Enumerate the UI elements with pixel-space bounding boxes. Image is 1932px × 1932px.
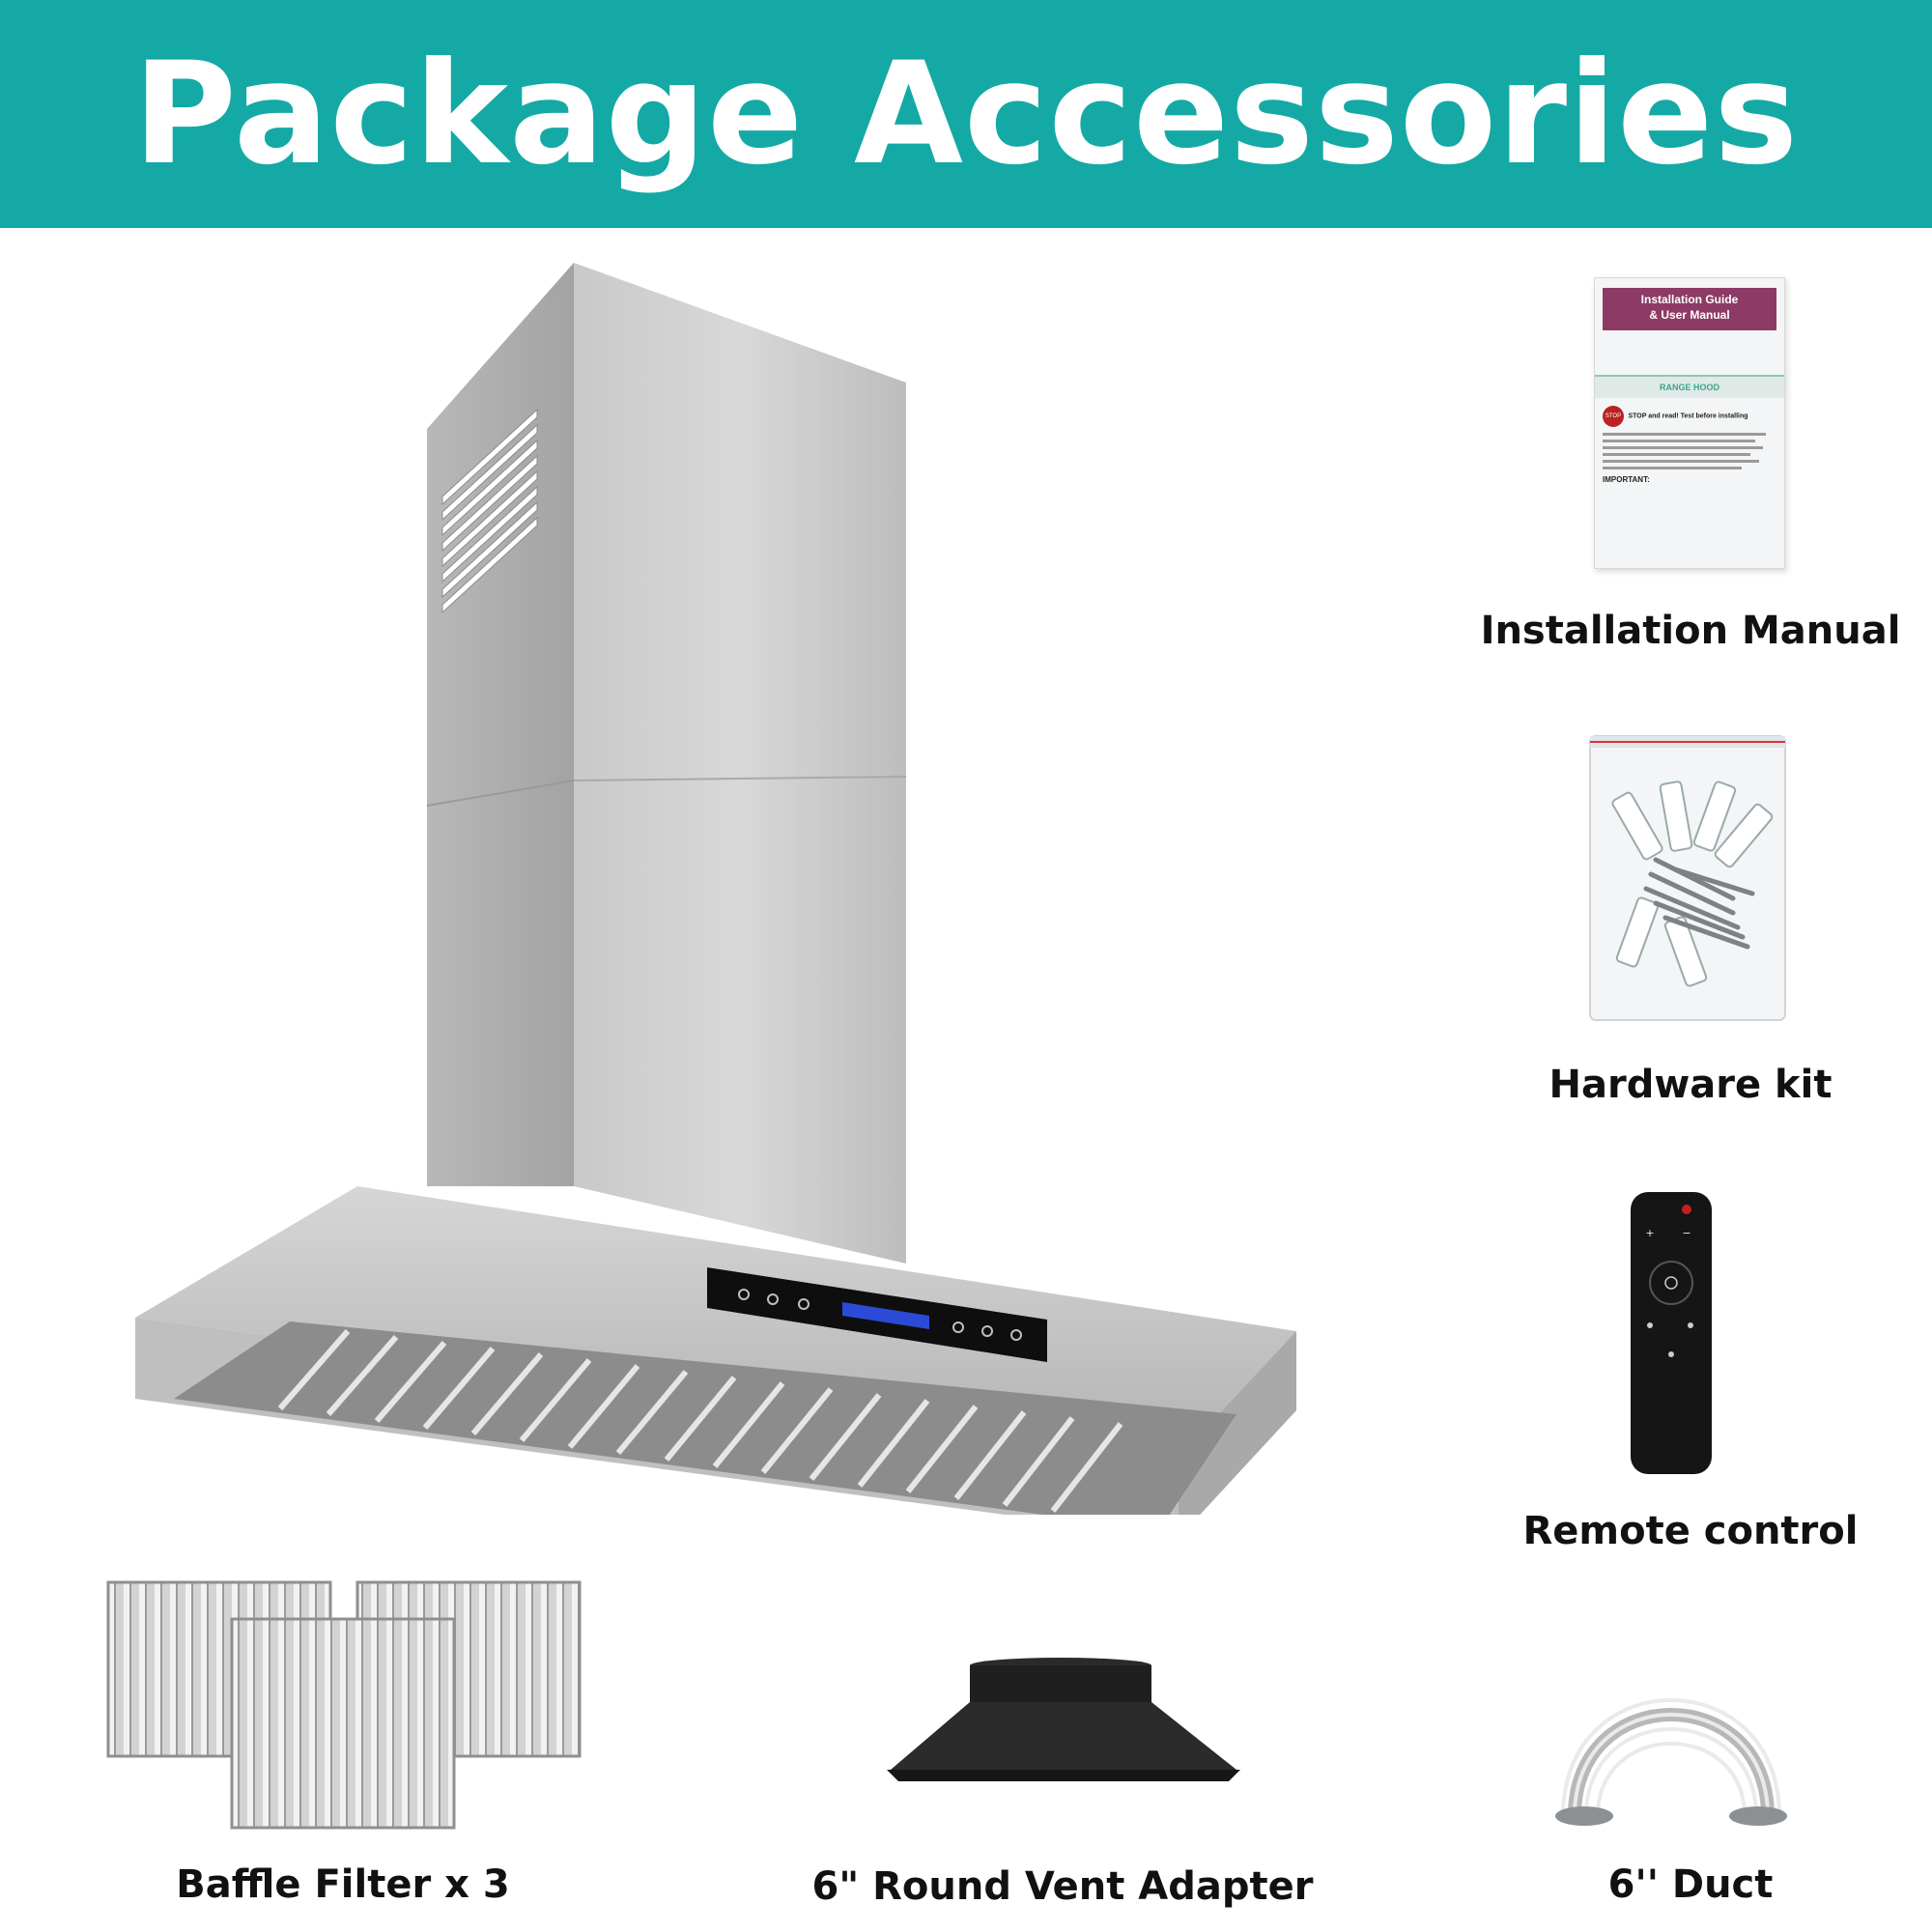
manual-header: Installation Guide & User Manual bbox=[1603, 288, 1776, 330]
duct-caption: 6'' Duct bbox=[1607, 1862, 1774, 1907]
installation-manual-caption: Installation Manual bbox=[1480, 609, 1901, 653]
svg-text:+: + bbox=[1645, 1227, 1654, 1239]
manual-heading-line1: Installation Guide bbox=[1640, 293, 1739, 306]
vent-adapter-caption: 6" Round Vent Adapter bbox=[811, 1864, 1314, 1909]
manual-divider-band: RANGE HOOD bbox=[1595, 375, 1784, 398]
page-title: Package Accessories bbox=[132, 32, 1800, 196]
remote-control-image: + − bbox=[1631, 1192, 1712, 1474]
remote-control-caption: Remote control bbox=[1522, 1509, 1859, 1553]
manual-heading-line2: & User Manual bbox=[1649, 308, 1730, 322]
baffle-filter-caption: Baffle Filter x 3 bbox=[176, 1862, 510, 1907]
duct-image bbox=[1555, 1698, 1787, 1826]
svg-text:−: − bbox=[1682, 1227, 1690, 1239]
installation-manual-image: Installation Guide & User Manual RANGE H… bbox=[1594, 277, 1785, 569]
manual-section-label: RANGE HOOD bbox=[1659, 383, 1719, 392]
header-banner: Package Accessories bbox=[0, 0, 1932, 228]
manual-important-label: IMPORTANT: bbox=[1603, 475, 1650, 484]
vent-adapter-image bbox=[887, 1658, 1240, 1781]
hardware-kit-caption: Hardware kit bbox=[1548, 1063, 1833, 1107]
manual-body-lines bbox=[1603, 433, 1776, 469]
range-hood-image bbox=[135, 263, 1296, 1515]
baffle-filters-image bbox=[106, 1580, 582, 1830]
hardware-kit-image bbox=[1589, 735, 1786, 1021]
stop-sign-icon: STOP bbox=[1603, 406, 1624, 427]
manual-stop-text: STOP and read! Test before installing bbox=[1628, 412, 1748, 420]
